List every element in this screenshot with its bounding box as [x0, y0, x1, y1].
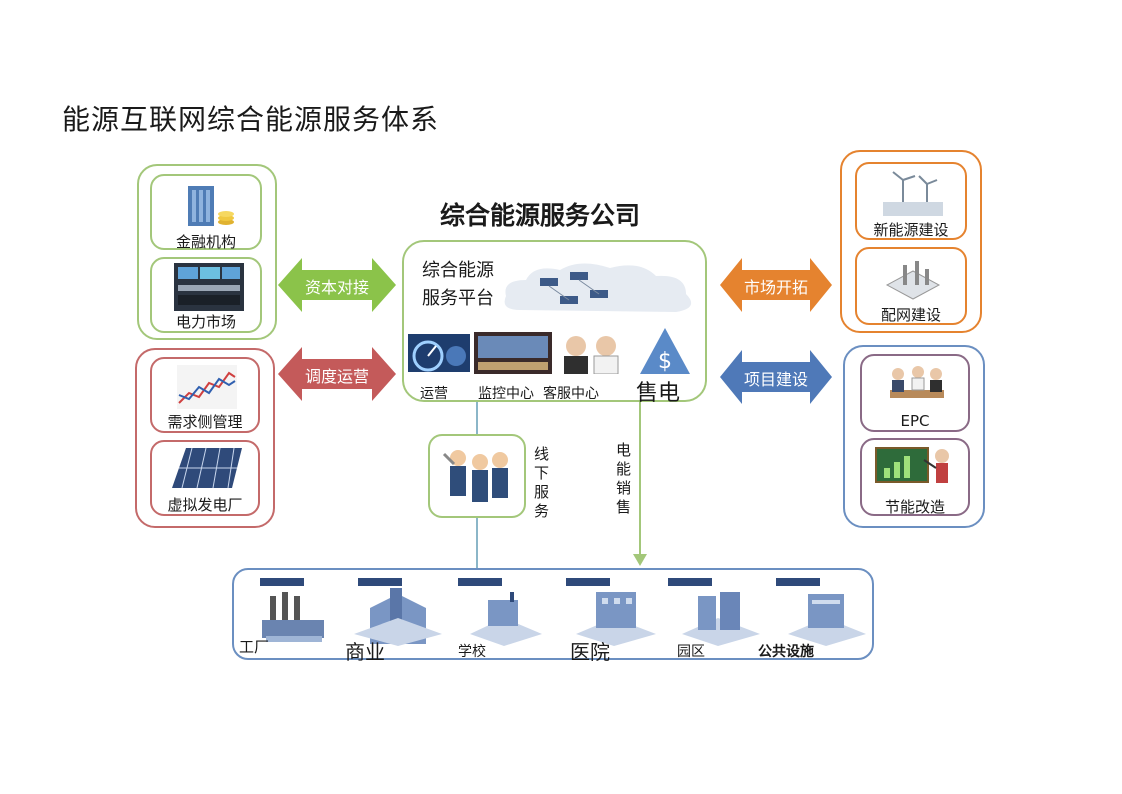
substation-icon: [885, 261, 941, 300]
epc-label: EPC: [900, 412, 930, 430]
left-bottom-group: [135, 348, 275, 528]
presenter-chart-icon: [875, 447, 949, 483]
power-sales-text: 电能销售: [614, 442, 632, 518]
finance-label: 金融机构: [175, 233, 236, 251]
wind-turbine-icon: [883, 171, 943, 216]
vpp-label: 虚拟发电厂: [167, 496, 243, 514]
market-arrow: 市场开拓: [720, 256, 832, 314]
park-icon: [668, 578, 760, 646]
new-energy-card[interactable]: 新能源建设: [855, 162, 967, 240]
operations-gauge-icon: [408, 334, 470, 372]
right-top-group: [840, 150, 982, 333]
distribution-label: 配网建设: [880, 306, 941, 324]
platform-line1: 综合能源: [422, 260, 494, 281]
meeting-icon: [890, 366, 944, 398]
power-sales-icon: $: [640, 328, 690, 374]
svg-text:$: $: [658, 349, 672, 374]
page-title: 能源互联网综合能源服务体系: [62, 103, 440, 136]
project-arrow-label: 项目建设: [743, 370, 808, 389]
retrofit-label: 节能改造: [884, 498, 945, 516]
monitoring-label: 监控中心: [478, 386, 534, 402]
demand-chart-icon: [177, 365, 237, 409]
platform-box: [402, 240, 707, 402]
epc-card[interactable]: EPC: [860, 354, 970, 432]
demand-card[interactable]: 需求侧管理: [150, 357, 260, 433]
capital-arrow: 资本对接: [278, 256, 396, 314]
solar-panel-icon: [172, 448, 242, 488]
place-factory: 工厂: [239, 638, 270, 656]
finance-card[interactable]: 金融机构: [150, 174, 262, 251]
capital-arrow-label: 资本对接: [304, 278, 369, 297]
place-hospital: 医院: [570, 640, 610, 664]
customer-service-label: 客服中心: [543, 386, 599, 402]
sales-label: 售电: [636, 381, 681, 406]
workers-icon: [442, 450, 508, 502]
project-arrow: 项目建设: [720, 348, 832, 406]
power-market-label: 电力市场: [175, 313, 236, 331]
vpp-card[interactable]: 虚拟发电厂: [150, 440, 260, 516]
dispatch-arrow: 调度运营: [278, 345, 396, 403]
retrofit-card[interactable]: 节能改造: [860, 438, 970, 516]
cloud-network-icon: [504, 263, 692, 312]
market-arrow-label: 市场开拓: [743, 278, 808, 297]
dispatch-arrow-label: 调度运营: [304, 367, 369, 386]
operations-label: 运营: [420, 386, 448, 402]
factory-icon: [260, 578, 324, 642]
school-icon: [458, 578, 542, 646]
monitoring-screen-icon: [474, 332, 552, 374]
place-park: 园区: [677, 644, 705, 660]
platform-line2: 服务平台: [422, 288, 494, 309]
right-bottom-group: [843, 345, 985, 528]
commercial-icon: [354, 578, 442, 646]
public-facility-icon: [776, 578, 866, 646]
trading-floor-icon: [174, 263, 244, 311]
demand-label: 需求侧管理: [167, 413, 243, 431]
distribution-card[interactable]: 配网建设: [855, 247, 967, 325]
place-commercial: 商业: [345, 640, 385, 664]
hospital-icon: [566, 578, 656, 646]
left-top-group: [137, 164, 277, 340]
offline-service-text: 线下服务: [532, 446, 550, 522]
bank-building-coins-icon: [188, 186, 234, 226]
facilities-bar: [232, 568, 874, 660]
place-school: 学校: [458, 644, 486, 660]
new-energy-label: 新能源建设: [873, 221, 949, 239]
offline-service-box[interactable]: [428, 434, 526, 518]
place-public: 公共设施: [758, 644, 814, 660]
customer-service-icon: [564, 336, 619, 374]
power-market-card[interactable]: 电力市场: [150, 257, 262, 333]
company-title: 综合能源服务公司: [440, 201, 641, 230]
